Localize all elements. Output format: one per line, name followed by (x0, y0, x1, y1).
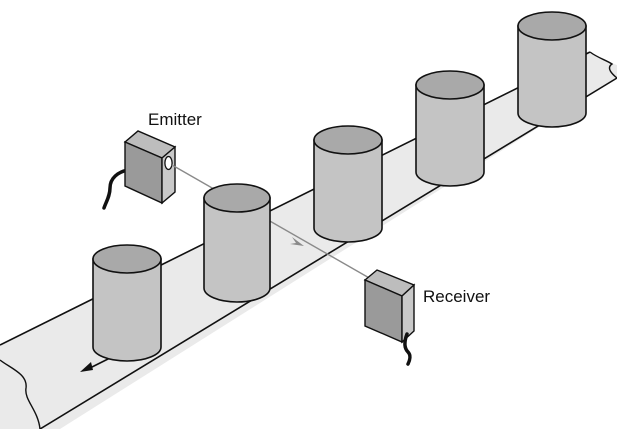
can-5 (517, 11, 587, 128)
can-3-top (313, 125, 383, 155)
emitter-lens (164, 155, 173, 171)
can-2-top (203, 183, 271, 213)
can-2-body (203, 197, 271, 303)
emitter-cable (102, 168, 130, 210)
can-1 (92, 244, 162, 362)
emitter-label: Emitter (148, 110, 202, 129)
beam-line (171, 164, 379, 284)
belt-torn-end-right (589, 51, 617, 79)
can-3 (313, 125, 383, 243)
can-2 (203, 183, 271, 303)
receiver-right-face (401, 283, 415, 344)
light-beam (171, 164, 379, 284)
can-4-top (415, 70, 485, 100)
can-4 (415, 70, 485, 187)
can-5-body (517, 25, 587, 128)
can-1-body (92, 258, 162, 362)
emitter-sensor (102, 130, 177, 210)
belt-far-edge (0, 51, 591, 346)
arrow-right-down-icon (290, 237, 304, 246)
can-5-top (517, 11, 587, 41)
can-3-body (313, 139, 383, 243)
receiver-cable (403, 332, 412, 366)
receiver-label: Receiver (423, 287, 490, 306)
receiver-sensor (363, 269, 416, 366)
can-4-body (415, 84, 485, 187)
belt-torn-end-left (0, 359, 41, 429)
belt-near-edge (39, 77, 617, 429)
can-1-top (92, 244, 162, 274)
arrow-left-down-icon (80, 362, 93, 372)
